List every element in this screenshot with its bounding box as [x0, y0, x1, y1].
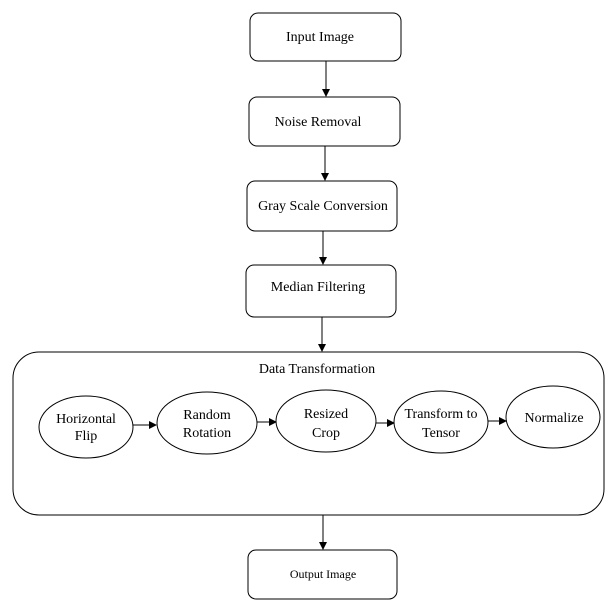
- median-filtering-label: Median Filtering: [271, 280, 366, 295]
- random-rotation-label-line1: Random: [183, 408, 231, 423]
- transform-to-tensor-label-line1: Transform to: [405, 407, 478, 422]
- data-transformation-group: Data Transformation Horizontal Flip Rand…: [12, 351, 605, 516]
- noise-removal-node: Noise Removal: [248, 96, 401, 147]
- horizontal-flip-label-line1: Horizontal: [56, 412, 116, 427]
- random-rotation-label-line2: Rotation: [183, 426, 231, 441]
- normalize-node: Normalize: [505, 385, 601, 449]
- data-transformation-title: Data Transformation: [259, 362, 375, 377]
- horizontal-flip-label-line2: Flip: [75, 429, 98, 444]
- normalize-label: Normalize: [524, 411, 583, 426]
- transform-to-tensor-label-line2: Tensor: [422, 426, 460, 441]
- output-image-label: Output Image: [290, 567, 356, 581]
- input-image-label: Input Image: [286, 30, 354, 45]
- resized-crop-label-line2: Crop: [312, 426, 340, 441]
- horizontal-flip-node: Horizontal Flip: [38, 395, 134, 459]
- input-image-node: Input Image: [249, 12, 402, 62]
- resized-crop-node: Resized Crop: [275, 389, 377, 453]
- noise-removal-label: Noise Removal: [275, 115, 362, 130]
- gray-scale-conversion-node: Gray Scale Conversion: [246, 180, 398, 232]
- median-filtering-node: Median Filtering: [245, 264, 397, 318]
- resized-crop-label-line1: Resized: [304, 407, 348, 422]
- output-image-node: Output Image: [247, 549, 398, 600]
- random-rotation-node: Random Rotation: [156, 391, 258, 455]
- gray-scale-conversion-label: Gray Scale Conversion: [258, 199, 388, 214]
- transform-to-tensor-node: Transform to Tensor: [393, 390, 489, 454]
